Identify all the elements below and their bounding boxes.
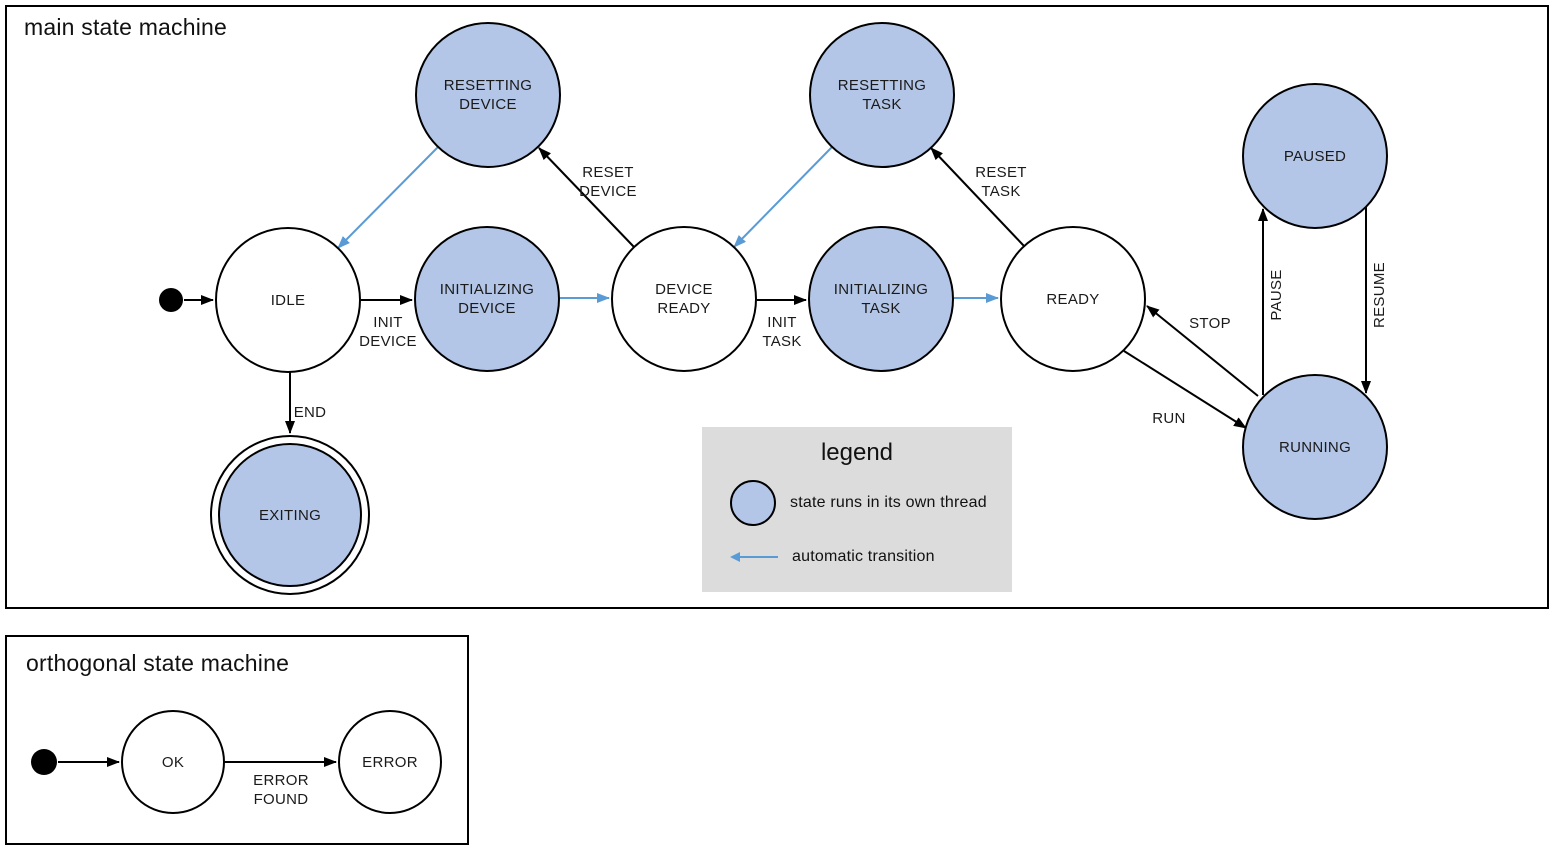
transition-reset-device <box>538 147 635 248</box>
legend-item-threaded-state: state runs in its own thread <box>730 480 1012 526</box>
state-label-running: RUNNING <box>1279 439 1351 456</box>
state-running: RUNNING <box>1242 374 1388 520</box>
main-initial-state-dot <box>159 288 183 312</box>
threaded-state-swatch-icon <box>730 480 776 526</box>
state-label-error: ERROR <box>362 754 418 771</box>
state-ready: READY <box>1000 226 1146 372</box>
orthogonal-initial-state-dot <box>31 749 57 775</box>
transition-reset-task <box>930 147 1025 247</box>
orthogonal-machine-title: orthogonal state machine <box>26 650 290 676</box>
transition-label-end: END <box>294 404 327 421</box>
transition-label-resume: RESUME <box>1371 262 1388 328</box>
state-idle: IDLE <box>215 227 361 373</box>
main-machine-border <box>5 5 1549 609</box>
state-circle-running <box>1242 374 1388 520</box>
transition-stop <box>1146 305 1259 397</box>
state-label-ready: READY <box>1046 291 1099 308</box>
state-error: ERROR <box>338 710 442 814</box>
state-circle-resetting-device <box>415 22 561 168</box>
state-circle-error <box>338 710 442 814</box>
state-label-exiting: EXITING <box>259 507 321 524</box>
state-circle-device-ready <box>611 226 757 372</box>
orthogonal-machine-border <box>5 635 469 845</box>
transition-auto-resetdevice-to-idle <box>337 146 439 249</box>
state-circle-initializing-device <box>414 226 560 372</box>
state-circle-exiting <box>218 443 362 587</box>
main-machine-title: main state machine <box>24 14 228 40</box>
state-circle-idle <box>215 227 361 373</box>
legend: legend state runs in its own thread auto… <box>702 427 1012 592</box>
state-label-paused: PAUSED <box>1284 148 1346 165</box>
state-ok: OK <box>121 710 225 814</box>
legend-item-label: automatic transition <box>792 548 935 565</box>
transition-label-pause: PAUSE <box>1268 269 1285 320</box>
state-label-idle: IDLE <box>271 292 306 309</box>
state-circle-resetting-task <box>809 22 955 168</box>
transition-auto-resettask-to-deviceready <box>733 146 833 248</box>
transition-run <box>1123 350 1247 429</box>
legend-title: legend <box>820 439 894 466</box>
auto-transition-arrow-icon <box>730 552 778 562</box>
legend-item-label: state runs in its own thread <box>790 494 987 511</box>
state-paused: PAUSED <box>1242 83 1388 229</box>
state-circle-ok <box>121 710 225 814</box>
state-circle-ready <box>1000 226 1146 372</box>
legend-item-auto-transition: automatic transition <box>730 548 1012 566</box>
transition-label-run: RUN <box>1152 410 1185 427</box>
transition-label-stop: STOP <box>1189 315 1231 332</box>
state-exiting: EXITING <box>210 435 370 595</box>
state-label-ok: OK <box>162 754 184 771</box>
state-circle-initializing-task <box>808 226 954 372</box>
state-circle-paused <box>1242 83 1388 229</box>
